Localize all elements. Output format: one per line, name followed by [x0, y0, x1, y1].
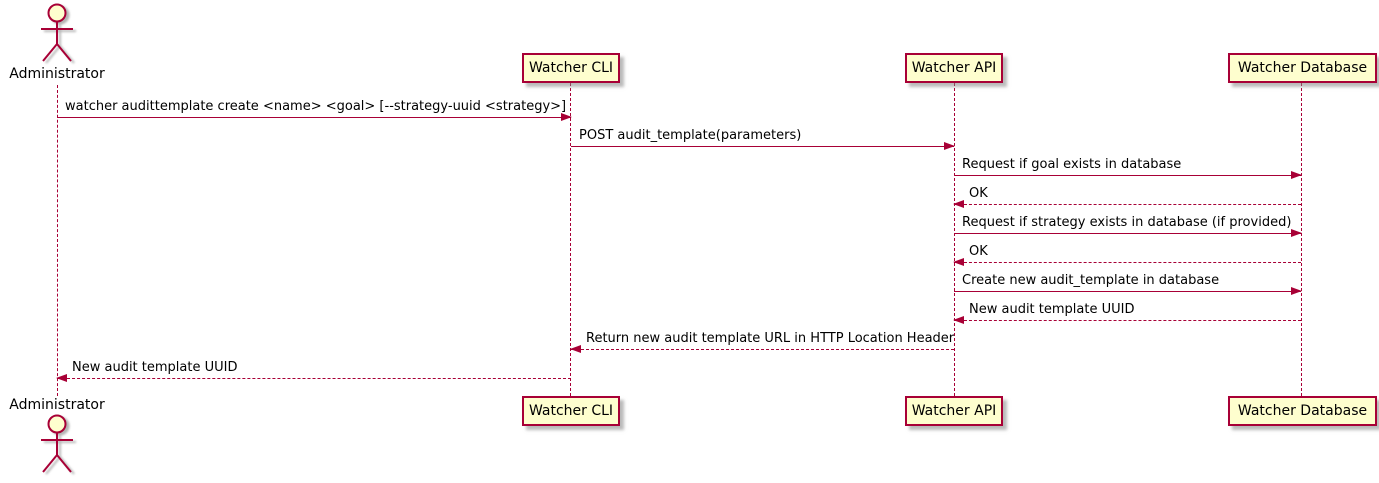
message-label: OK: [969, 244, 988, 259]
arrowhead-left-icon: [953, 316, 964, 324]
arrowhead-left-icon: [953, 200, 964, 208]
message-label: New audit template UUID: [969, 302, 1135, 317]
participant-watcher-api-top: Watcher API: [905, 53, 1003, 83]
message-label: Request if goal exists in database: [962, 157, 1182, 172]
arrowhead-right-icon: [944, 142, 955, 150]
message-line: [571, 349, 954, 350]
message-label: Return new audit template URL in HTTP Lo…: [586, 331, 955, 346]
message-line: [954, 320, 1301, 321]
participant-watcher-database-top: Watcher Database: [1228, 53, 1377, 83]
lifeline-watcher-api: [954, 83, 955, 396]
participant-watcher-cli-bottom: Watcher CLI: [522, 396, 620, 426]
participant-label: Watcher API: [911, 60, 997, 76]
arrowhead-right-icon: [1291, 229, 1302, 237]
message-line: [57, 378, 571, 379]
actor-label-bottom: Administrator: [9, 397, 105, 413]
arrowhead-left-icon: [56, 374, 67, 382]
arrowhead-right-icon: [1291, 287, 1302, 295]
participant-label: Watcher CLI: [528, 60, 614, 76]
participant-watcher-api-bottom: Watcher API: [905, 396, 1003, 426]
message-line: [954, 291, 1301, 292]
participant-label: Watcher Database: [1237, 60, 1368, 76]
arrowhead-right-icon: [561, 113, 572, 121]
actor-icon: [41, 414, 73, 473]
arrowhead-left-icon: [953, 258, 964, 266]
message-line: [954, 262, 1301, 263]
message-label: POST audit_template(parameters): [579, 128, 802, 143]
arrowhead-right-icon: [1291, 171, 1302, 179]
message-line: [954, 233, 1301, 234]
participant-label: Watcher CLI: [528, 403, 614, 419]
message-line: [954, 175, 1301, 176]
message-line: [571, 146, 954, 147]
lifeline-watcher-database: [1301, 83, 1302, 396]
participant-watcher-cli-top: Watcher CLI: [522, 53, 620, 83]
participant-watcher-database-bottom: Watcher Database: [1228, 396, 1377, 426]
actor-icon: [41, 3, 73, 62]
message-label: Request if strategy exists in database (…: [962, 215, 1292, 230]
actor-label-top: Administrator: [9, 66, 105, 82]
message-line: [954, 204, 1301, 205]
message-label: New audit template UUID: [72, 360, 238, 375]
arrowhead-left-icon: [570, 345, 581, 353]
message-label: OK: [969, 186, 988, 201]
message-label: watcher audittemplate create <name> <goa…: [65, 99, 567, 114]
message-label: Create new audit_template in database: [962, 273, 1220, 288]
message-line: [57, 117, 571, 118]
lifeline-watcher-cli: [570, 83, 571, 396]
participant-label: Watcher Database: [1237, 403, 1368, 419]
participant-label: Watcher API: [911, 403, 997, 419]
lifeline-administrator: [57, 85, 58, 396]
